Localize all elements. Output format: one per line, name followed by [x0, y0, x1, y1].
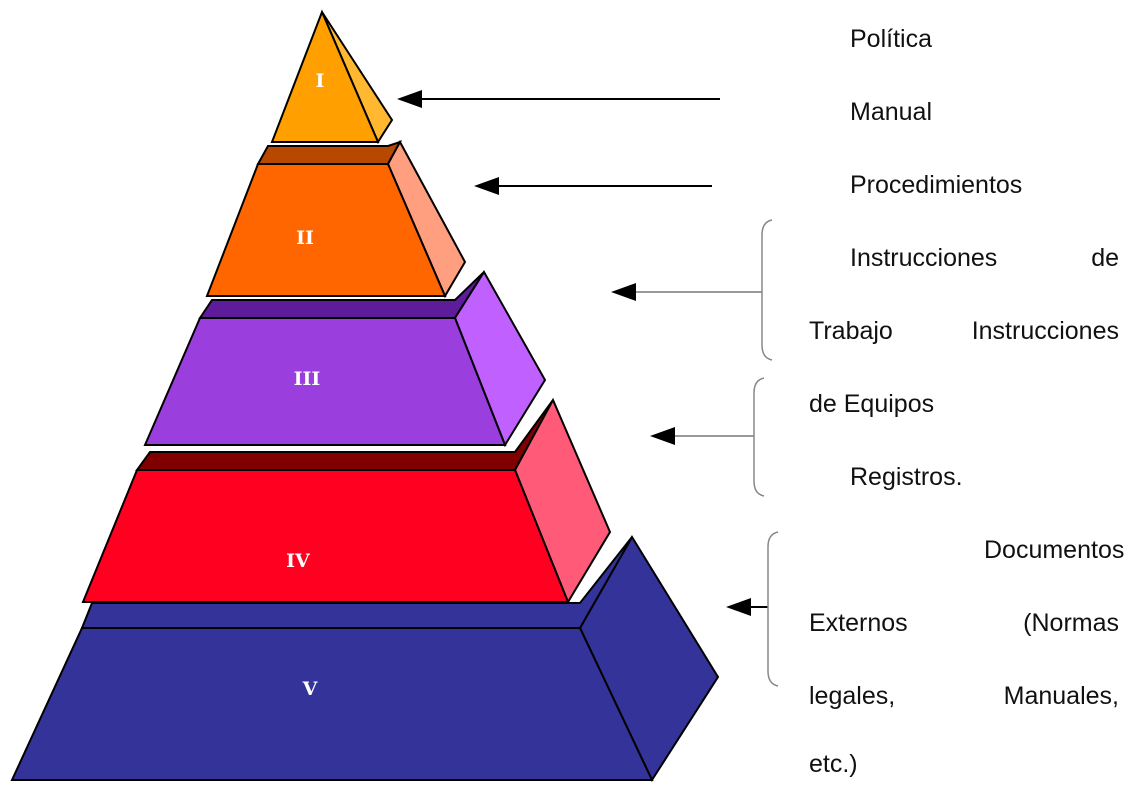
arrowhead-icon — [726, 598, 751, 616]
text-normas-word: (Normas — [1023, 609, 1119, 637]
arrowhead-icon — [611, 283, 636, 301]
text-manual: Manual — [850, 98, 932, 126]
level-v-front — [10, 627, 654, 781]
arrow-politica-manual — [397, 90, 720, 108]
arrowhead-icon — [474, 177, 499, 195]
text-instrucciones-line3: de Equipos — [809, 390, 935, 418]
level-iii-label: III — [294, 368, 321, 390]
arrow-procedimientos — [474, 177, 712, 195]
arrowhead-icon — [650, 427, 675, 445]
arrow-instrucciones — [611, 283, 762, 301]
text-legales-word: legales, — [809, 682, 896, 710]
text-instrucciones-word1: Instrucciones — [850, 244, 998, 272]
level-iii-front — [143, 317, 507, 446]
level-ii-label: II — [296, 227, 314, 249]
text-externos-line3: legales, Manuales, — [809, 681, 1119, 711]
text-procedimientos: Procedimientos — [850, 171, 1023, 199]
text-instrucciones-line2: Trabajo Instrucciones — [809, 316, 1119, 346]
brace-registros — [753, 377, 765, 497]
pyramid-level-iii: III — [143, 270, 547, 448]
text-instrucciones-line1: Instrucciones de — [850, 243, 1119, 273]
arrow-registros — [650, 427, 754, 445]
arrow-documentos-externos — [726, 598, 768, 616]
level-i-front — [270, 9, 380, 143]
pyramid-level-v: V — [10, 535, 720, 783]
brace-instrucciones — [761, 219, 773, 361]
level-v-label: V — [302, 678, 319, 700]
text-instrucciones-word3: Instrucciones — [971, 317, 1119, 345]
text-externos-line2: Externos (Normas — [809, 608, 1119, 638]
level-iv-label: IV — [286, 550, 311, 572]
level-ii-top — [256, 140, 403, 165]
text-instrucciones-word2: de — [1091, 244, 1119, 272]
text-manuales-word: Manuales, — [1003, 682, 1119, 710]
pyramid-level-ii: II — [205, 139, 467, 299]
level-i-label: I — [316, 70, 325, 92]
pyramid-level-iv: IV — [81, 397, 612, 605]
text-trabajo-word: Trabajo — [809, 317, 893, 345]
text-externos-word: Externos — [809, 609, 908, 637]
text-externos-line4: etc.) — [809, 750, 858, 778]
text-externos-line1: Documentos — [984, 536, 1125, 564]
arrowhead-icon — [397, 90, 422, 108]
brace-documentos-externos — [767, 531, 779, 687]
level-iv-front — [81, 469, 570, 603]
text-registros: Registros. — [850, 463, 963, 491]
text-politica: Política — [850, 25, 932, 53]
level-ii-front — [205, 163, 447, 297]
pyramid-level-i: I — [270, 9, 394, 145]
